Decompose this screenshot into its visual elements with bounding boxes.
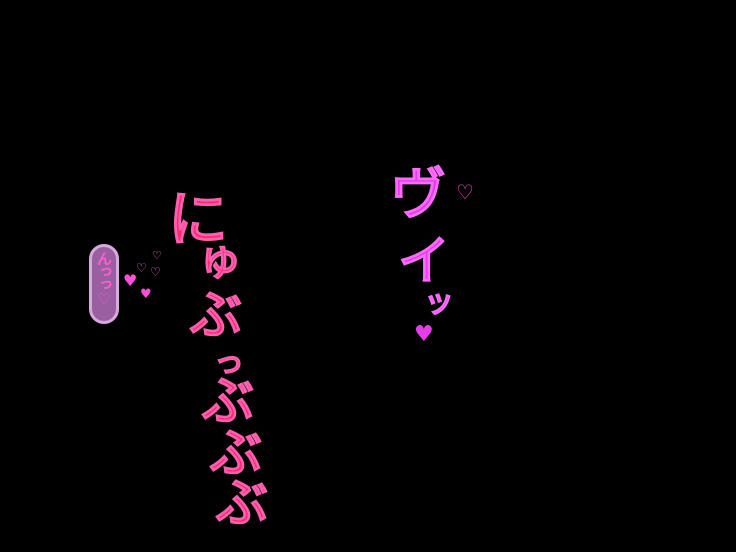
sfx-char-ni: に <box>168 185 229 255</box>
heart-filled-icon: ♥ <box>140 287 152 302</box>
sfx-char-bu-3: ぶ <box>209 424 263 484</box>
sfx-char-bu-2: ぶ <box>201 372 255 432</box>
moan-speech-bubble: んっっ♡ <box>89 244 119 324</box>
heart-outline-icon: ♡ <box>150 265 161 279</box>
moan-text: んっっ♡ <box>95 251 113 306</box>
sfx-char-small-tsu: ッ <box>424 285 455 320</box>
heart-outline-icon: ♡ <box>456 180 474 204</box>
sfx-char-i: イ <box>397 232 451 292</box>
heart-outline-icon: ♡ <box>152 249 162 262</box>
sfx-char-small-tsu: っ <box>214 345 245 380</box>
sfx-char-vu: ヴ <box>390 163 447 228</box>
heart-filled-icon: ♥ <box>414 322 434 347</box>
sfx-char-yu: ゅ <box>198 234 243 285</box>
sfx-char-bu-4: ぶ <box>215 474 269 534</box>
heart-outline-icon: ♡ <box>136 261 147 275</box>
heart-filled-icon: ♥ <box>123 271 138 290</box>
sfx-char-bu-1: ぶ <box>189 286 243 346</box>
